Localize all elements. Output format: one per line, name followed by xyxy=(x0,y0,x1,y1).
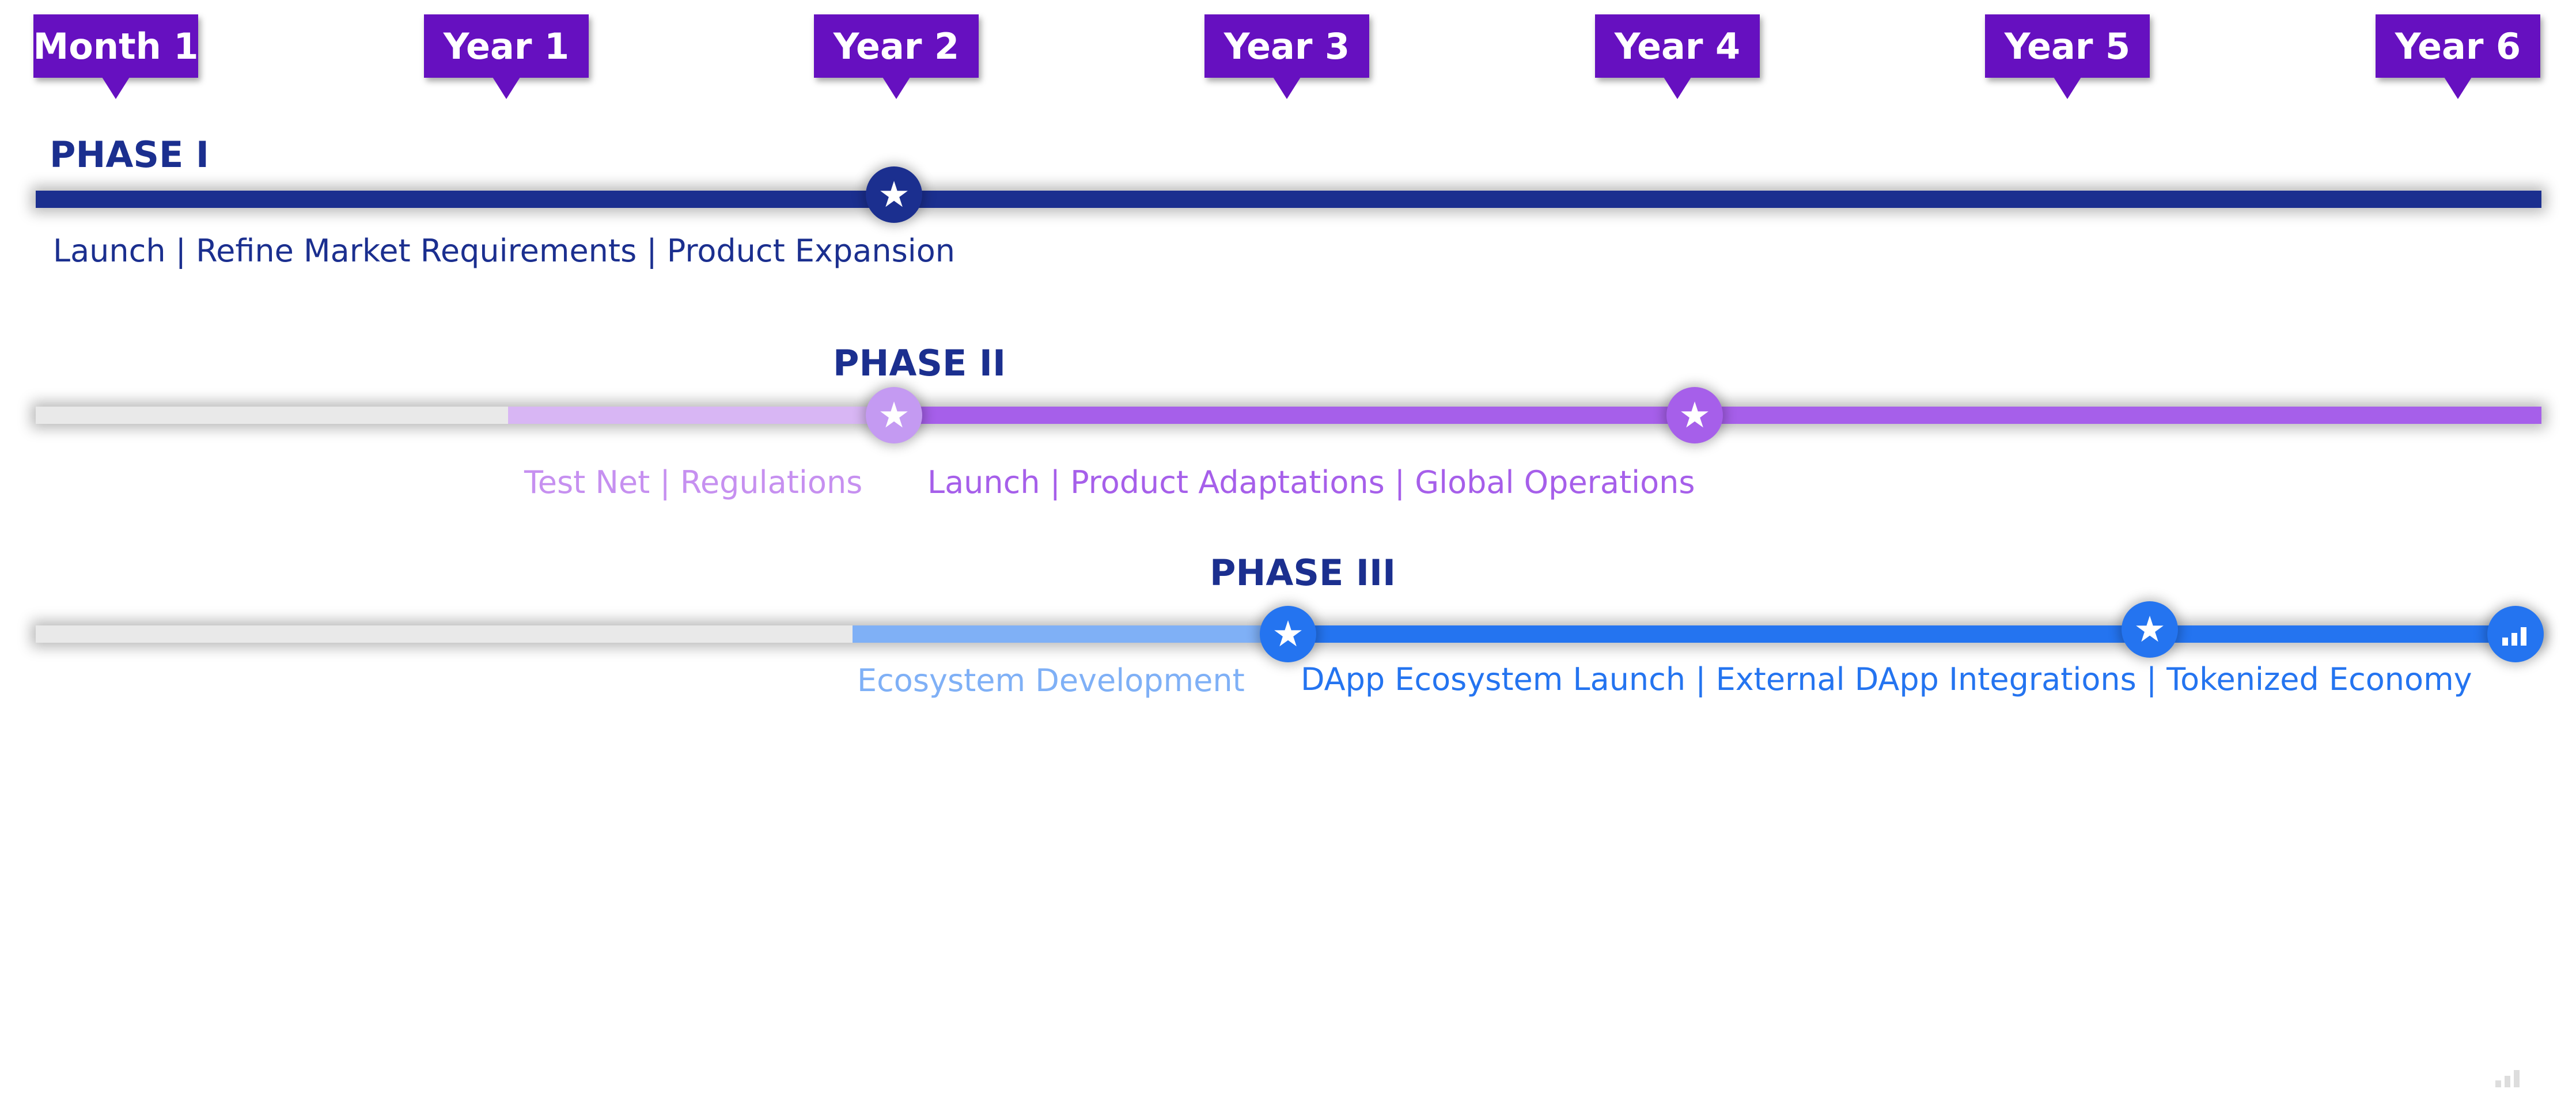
timeline-marker-year-1: Year 1 xyxy=(424,14,589,78)
timeline-marker-year-5: Year 5 xyxy=(1985,14,2150,78)
star-icon: ★ xyxy=(866,166,922,223)
phase-3-segment-launch xyxy=(1288,625,2541,643)
phase-2-title: PHASE II xyxy=(833,342,1006,384)
phase-1-title: PHASE I xyxy=(50,134,209,176)
bar-chart-icon xyxy=(2493,1067,2526,1091)
star-icon: ★ xyxy=(1666,387,1723,443)
timeline-marker-year-2: Year 2 xyxy=(814,14,979,78)
star-icon: ★ xyxy=(2122,601,2178,658)
phase-3-segment-ecosystem xyxy=(853,625,1332,643)
star-icon: ★ xyxy=(866,387,922,443)
timeline-marker-year-4: Year 4 xyxy=(1595,14,1760,78)
timeline-marker-year-6: Year 6 xyxy=(2376,14,2540,78)
phase-2-segment-testnet xyxy=(508,407,931,424)
timeline-marker-month-1: Month 1 xyxy=(33,14,198,78)
phase-2-label-testnet: Test Net | Regulations xyxy=(524,464,863,500)
phase-2-track xyxy=(36,407,2541,424)
phase-3-label-ecosystem: Ecosystem Development xyxy=(857,662,1245,699)
phase-1-track xyxy=(36,191,2541,208)
bar-chart-icon xyxy=(2487,606,2544,662)
phase-2-label-launch: Launch | Product Adaptations | Global Op… xyxy=(927,464,1695,500)
phase-3-label-launch: DApp Ecosystem Launch | External DApp In… xyxy=(1301,661,2472,697)
phase-3-title: PHASE III xyxy=(1210,552,1396,594)
star-icon: ★ xyxy=(1260,606,1316,662)
timeline-marker-year-3: Year 3 xyxy=(1204,14,1369,78)
phase-1-label: Launch | Refine Market Requirements | Pr… xyxy=(53,233,955,269)
